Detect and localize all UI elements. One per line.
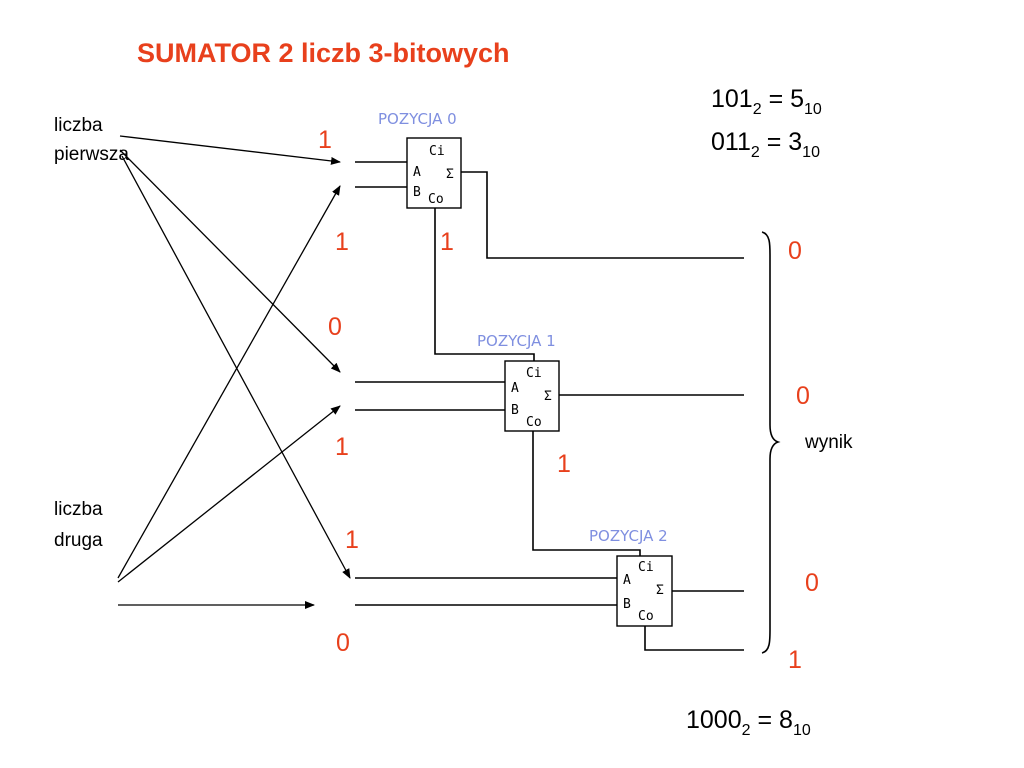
label-second-number-line2: druga: [54, 530, 103, 551]
arrow-first-bit2: [121, 155, 351, 579]
arrow-first-bit0: [119, 135, 341, 165]
adder-2-pin-sum: Σ: [656, 583, 664, 598]
adder-position-0: POZYCJA 0 A B Ci Co Σ: [355, 110, 744, 361]
adder-position-1: POZYCJA 1 A B Ci Co Σ: [355, 332, 744, 556]
output-bit-1: 0: [796, 382, 810, 410]
adder-2-pin-co: Co: [638, 609, 654, 624]
equation-result: 10002 = 810: [686, 706, 811, 739]
adder-0-pin-ci: Ci: [429, 144, 445, 159]
arrow-second-bit1: [117, 405, 341, 583]
input-bit-pos2-a: 1: [345, 526, 359, 554]
adder-2-pin-ci: Ci: [638, 560, 654, 575]
adder-0-label: POZYCJA 0: [378, 110, 457, 128]
adder-0-pin-co: Co: [428, 192, 444, 207]
adder-1-pin-ci: Ci: [526, 366, 542, 381]
arrow-second-bit0: [117, 185, 341, 579]
adder-1-label: POZYCJA 1: [477, 332, 556, 350]
result-brace: [761, 231, 781, 654]
input-bit-pos2-b: 0: [336, 629, 350, 657]
adder-0-pin-b: B: [413, 185, 421, 200]
adder-0-box: [406, 137, 462, 209]
adder-1-pin-co: Co: [526, 415, 542, 430]
adder-0-sum-wire: [461, 171, 744, 259]
label-second-number-line1: liczba: [54, 499, 103, 520]
input-bit-pos1-a: 0: [328, 313, 342, 341]
adder-1-pin-sum: Σ: [544, 389, 552, 404]
carry-bit-0: 1: [440, 228, 454, 256]
adder-position-2: POZYCJA 2 A B Ci Co Σ: [355, 527, 744, 651]
adder-1-pin-b: B: [511, 403, 519, 418]
adder-1-box: [504, 360, 560, 432]
label-result: wynik: [804, 432, 853, 453]
adder-2-pin-b: B: [623, 597, 631, 612]
output-bit-2: 0: [805, 569, 819, 597]
adder-0-carry-wire: [434, 208, 535, 361]
label-first-number-line1: liczba: [54, 115, 103, 136]
adder-0-pin-a: A: [413, 165, 421, 180]
label-first-number-line2: pierwsza: [54, 144, 129, 165]
input-bit-pos0-a: 1: [318, 126, 332, 154]
adder-1-carry-wire: [532, 431, 641, 556]
equation-second-number: 0112 = 310: [711, 128, 820, 161]
equation-first-number: 1012 = 510: [711, 85, 822, 118]
input-bit-pos1-b: 1: [335, 433, 349, 461]
output-bit-0: 0: [788, 237, 802, 265]
page-title: SUMATOR 2 liczb 3-bitowych: [137, 38, 510, 68]
arrow-first-bit1: [119, 149, 341, 373]
output-bit-3: 1: [788, 646, 802, 674]
adder-2-carry-out-wire: [644, 626, 744, 651]
input-bit-pos0-b: 1: [335, 228, 349, 256]
adder-2-pin-a: A: [623, 573, 631, 588]
adder-1-pin-a: A: [511, 381, 519, 396]
adder-2-label: POZYCJA 2: [589, 527, 668, 545]
adder-0-pin-sum: Σ: [446, 167, 454, 182]
carry-bit-1: 1: [557, 450, 571, 478]
